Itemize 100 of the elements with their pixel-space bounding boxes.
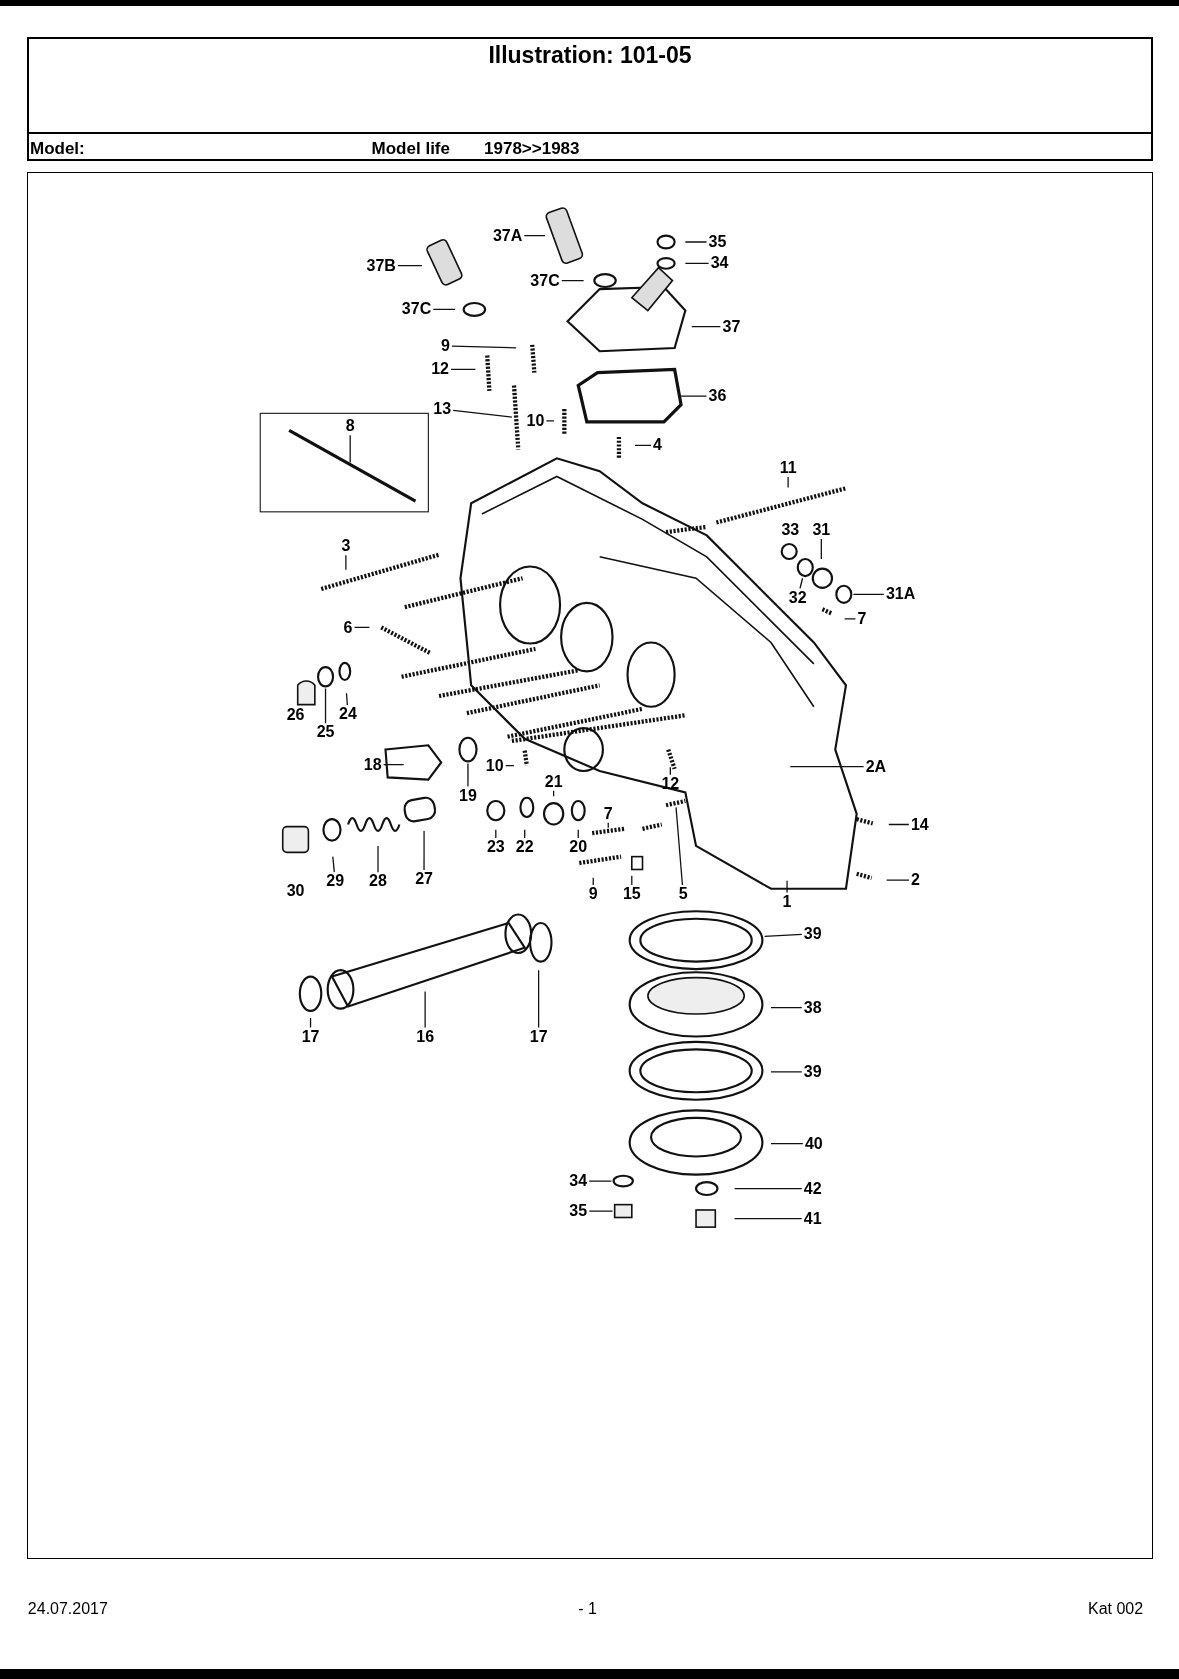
callout-number: 37A xyxy=(491,227,524,244)
leader-line xyxy=(770,1006,803,1009)
leader-line xyxy=(524,829,526,839)
leader-line xyxy=(424,990,426,1029)
callout-number: 19 xyxy=(458,787,478,804)
washer-drawing xyxy=(796,557,814,578)
leader-line xyxy=(770,1071,803,1073)
leader-line xyxy=(786,880,788,894)
leader-line xyxy=(607,822,609,829)
model-life-value: 1978>>1983 xyxy=(484,139,580,157)
leader-line xyxy=(467,762,469,788)
callout-number: 7 xyxy=(856,610,868,627)
callout-number: 39 xyxy=(802,925,823,942)
model-life-label: Model life xyxy=(371,139,450,157)
leader-line xyxy=(538,969,540,1029)
callout-number: 34 xyxy=(568,1173,589,1190)
callout-number: 26 xyxy=(286,707,305,724)
leader-line xyxy=(353,626,371,629)
stud-drawing xyxy=(665,798,686,808)
callout-number: 1 xyxy=(781,893,793,910)
callout-number: 13 xyxy=(432,401,453,418)
leader-line xyxy=(675,806,684,886)
leader-line xyxy=(733,1217,803,1220)
leader-line xyxy=(852,593,885,595)
callout-number: 2 xyxy=(910,872,921,889)
leader-line xyxy=(577,829,579,839)
leader-line xyxy=(763,933,803,937)
callout-number: 9 xyxy=(587,886,599,903)
leader-line xyxy=(787,476,789,489)
callout-number: 22 xyxy=(514,839,535,856)
leader-line xyxy=(332,855,335,873)
lock-washer-drawing xyxy=(612,1174,634,1188)
leader-line xyxy=(684,262,710,265)
leader-line xyxy=(588,1180,613,1182)
callout-number: 2A xyxy=(864,758,888,775)
callout-number: 4 xyxy=(652,437,663,454)
leader-line xyxy=(588,1210,614,1212)
leader-line xyxy=(383,763,405,766)
callout-number: 16 xyxy=(415,1028,435,1045)
callout-number: 42 xyxy=(802,1180,823,1197)
callout-number: 37C xyxy=(529,272,561,289)
leader-line xyxy=(820,538,822,560)
callout-number: 37B xyxy=(365,257,397,274)
leader-line xyxy=(561,279,585,282)
page-title: Illustration: 101-05 xyxy=(487,41,693,70)
leader-line xyxy=(799,577,804,590)
nut-drawing xyxy=(613,1203,633,1219)
leader-line xyxy=(634,444,652,447)
callout-number: 32 xyxy=(787,589,808,606)
callout-number: 7 xyxy=(602,805,614,822)
leader-line xyxy=(886,879,910,881)
print-date: 24.07.2017 xyxy=(27,1601,108,1618)
leader-line xyxy=(789,766,865,768)
leader-line xyxy=(888,823,910,826)
callout-number: 12 xyxy=(660,775,681,792)
leader-line xyxy=(631,875,633,886)
leader-line xyxy=(450,368,477,371)
callout-number: 37 xyxy=(721,318,742,335)
washer-drawing xyxy=(317,666,335,688)
leader-line xyxy=(345,692,348,706)
leader-line xyxy=(770,1142,804,1145)
callout-number: 28 xyxy=(368,873,388,890)
callout-number: 24 xyxy=(338,706,358,723)
catalog-code: Kat 002 xyxy=(1087,1601,1144,1618)
washer-drawing xyxy=(835,584,853,604)
callout-number: 12 xyxy=(430,361,450,378)
callout-number: 5 xyxy=(677,886,689,903)
leader-line xyxy=(349,434,351,464)
callout-number: 10 xyxy=(525,412,546,429)
leader-line xyxy=(691,325,722,328)
callout-number: 40 xyxy=(803,1135,824,1152)
callout-number: 10 xyxy=(484,757,505,774)
callout-number: 6 xyxy=(342,619,354,636)
leader-line xyxy=(309,1017,312,1029)
leader-line xyxy=(545,420,555,422)
callout-number: 21 xyxy=(543,773,564,790)
stud-drawing xyxy=(511,385,521,450)
callout-number: 15 xyxy=(621,886,642,903)
leader-line xyxy=(377,845,379,873)
callout-number: 41 xyxy=(802,1210,823,1227)
leader-line xyxy=(523,234,546,237)
page-number: - 1 xyxy=(578,1601,597,1618)
callout-number: 30 xyxy=(286,882,305,899)
leader-line xyxy=(680,395,708,397)
leader-line xyxy=(397,264,423,267)
callout-number: 36 xyxy=(707,388,728,405)
leader-line xyxy=(452,409,513,418)
callout-number: 29 xyxy=(325,873,346,890)
callout-number: 35 xyxy=(707,234,728,250)
callout-number: 18 xyxy=(362,756,383,773)
callout-number: 14 xyxy=(909,816,930,833)
leader-line xyxy=(592,877,594,886)
leader-line xyxy=(505,764,515,767)
leader-line xyxy=(553,790,555,797)
callout-number: 11 xyxy=(778,459,798,476)
callout-number: 31A xyxy=(884,586,917,603)
leader-line xyxy=(495,829,497,839)
callout-number: 37C xyxy=(400,301,433,318)
gasket-drawing xyxy=(628,910,764,971)
model-label: Model: xyxy=(29,139,85,157)
